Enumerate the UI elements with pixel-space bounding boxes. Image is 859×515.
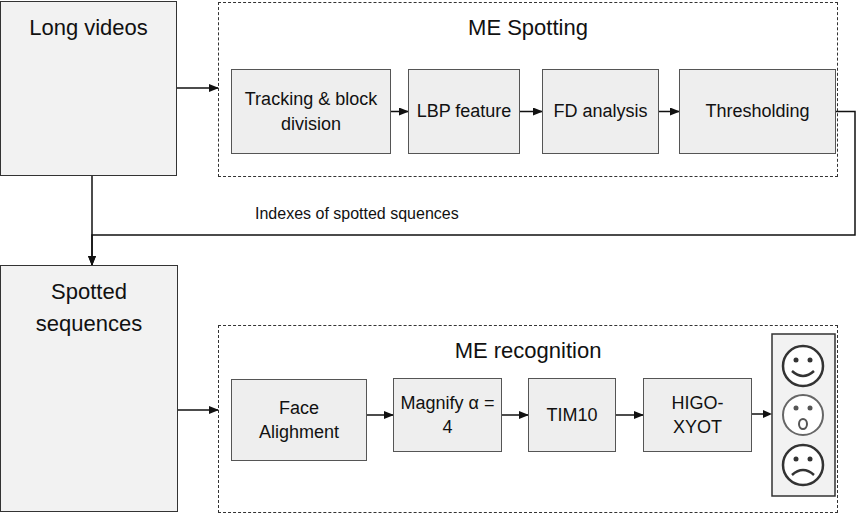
flow-arrow xyxy=(391,111,408,113)
source-box: Spotted sequences xyxy=(0,265,178,512)
flow-arrow xyxy=(502,414,528,416)
box-label: Tracking & block division xyxy=(238,87,384,136)
box-label: TIM10 xyxy=(546,403,597,427)
process-box: HIGO-XYOT xyxy=(643,378,752,452)
box-label: LBP feature xyxy=(417,99,512,123)
box-title: ME recognition xyxy=(219,338,837,364)
process-box: LBP feature xyxy=(408,69,520,154)
box-label: Face Alighment xyxy=(238,396,360,445)
emotion-icons xyxy=(772,334,835,496)
box-title: Spotted sequences xyxy=(1,276,177,340)
process-box: TIM10 xyxy=(528,378,616,452)
box-label: Magnify α = 4 xyxy=(400,391,495,440)
stage-group: ME recognitionFace Alighment Magnify α = … xyxy=(218,325,838,513)
process-box: Face Alighment xyxy=(231,379,367,461)
process-box: FD analysis xyxy=(542,69,659,154)
edge-label: Indexes of spotted squences xyxy=(252,205,462,223)
flow-arrow xyxy=(367,414,393,416)
flow-arrow xyxy=(177,87,218,89)
stage-group: ME SpottingTracking & block division LBP … xyxy=(218,2,838,177)
process-box: Tracking & block division xyxy=(231,69,391,154)
flow-arrow xyxy=(659,111,679,113)
flow-arrow xyxy=(520,111,542,113)
box-label: Thresholding xyxy=(705,99,809,123)
box-label: FD analysis xyxy=(553,99,647,123)
flow-arrow xyxy=(616,414,643,416)
source-box: Long videos xyxy=(0,1,177,176)
process-box: Thresholding xyxy=(679,69,836,154)
box-label: HIGO-XYOT xyxy=(650,391,745,440)
output-arrow xyxy=(749,410,772,418)
process-box: Magnify α = 4 xyxy=(393,378,502,452)
flow-arrow xyxy=(91,176,93,265)
box-title: ME Spotting xyxy=(219,15,837,41)
flow-arrow xyxy=(178,409,218,411)
box-title: Long videos xyxy=(1,12,176,44)
